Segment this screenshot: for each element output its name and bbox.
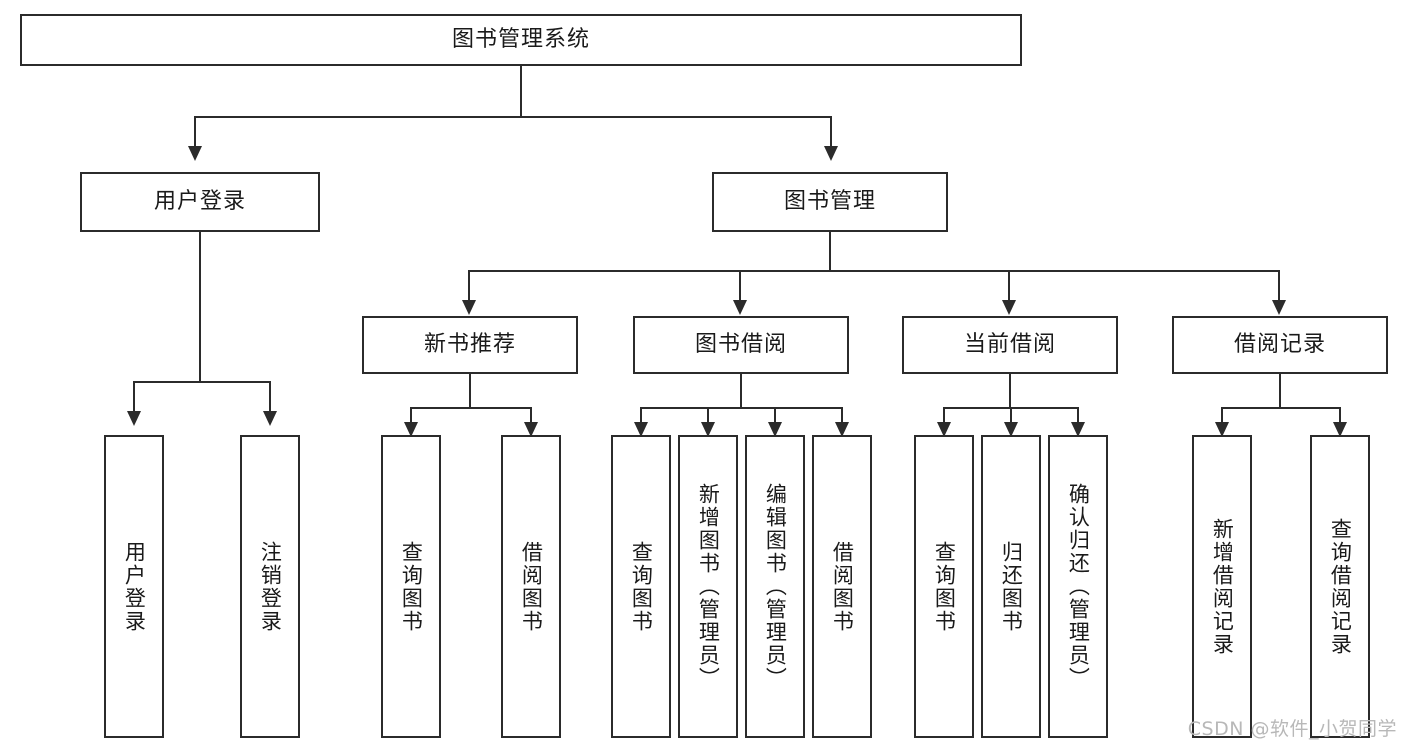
- arrow-to-borrow-record: [1272, 300, 1286, 315]
- arrow-bb-leaf-3: [768, 422, 782, 437]
- leaf-query-book-current[interactable]: 查询图书: [914, 435, 974, 738]
- edge-user-login-bus: [133, 381, 269, 383]
- node-book-borrow[interactable]: 图书借阅: [633, 316, 849, 374]
- arrow-bb-leaf-2: [701, 422, 715, 437]
- edge-user-login-stem: [199, 232, 201, 381]
- arrow-br-leaf-2: [1333, 422, 1347, 437]
- watermark: CSDN @软件_小贺同学: [1187, 718, 1397, 740]
- node-label: 用户登录: [122, 540, 147, 633]
- node-label: 注销登录: [258, 540, 283, 633]
- leaf-query-book-borrow[interactable]: 查询图书: [611, 435, 671, 738]
- edge-bb-drop-2: [707, 407, 709, 427]
- leaf-user-login[interactable]: 用户登录: [104, 435, 164, 738]
- edge-borrow-record-stem: [1279, 374, 1281, 407]
- edge-br-drop-1: [1221, 407, 1223, 427]
- arrow-cb-leaf-3: [1071, 422, 1085, 437]
- node-label: 当前借阅: [963, 332, 1056, 358]
- arrow-to-current-borrow: [1002, 300, 1016, 315]
- arrow-nbr-leaf-2: [524, 422, 538, 437]
- edge-root-stem: [520, 66, 522, 116]
- arrow-to-user-login: [188, 146, 202, 161]
- arrow-bb-leaf-1: [634, 422, 648, 437]
- node-user-login[interactable]: 用户登录: [80, 172, 320, 232]
- node-label: 借阅图书: [830, 540, 855, 633]
- arrow-to-leaf-user-login: [127, 411, 141, 426]
- leaf-borrow-book[interactable]: 借阅图书: [812, 435, 872, 738]
- edge-nbr-drop-2: [530, 407, 532, 427]
- edge-bb-drop-1: [640, 407, 642, 427]
- node-label: 图书借阅: [694, 332, 787, 358]
- arrow-bb-leaf-4: [835, 422, 849, 437]
- node-label: 查询借阅记录: [1328, 517, 1353, 656]
- node-label: 新增图书（管理员）: [696, 483, 721, 690]
- edge-borrow-record-bus: [1221, 407, 1339, 409]
- node-label: 查询图书: [932, 540, 957, 633]
- edge-root-to-user-login: [194, 116, 196, 146]
- node-book-management[interactable]: 图书管理: [712, 172, 948, 232]
- edge-bb-drop-4: [841, 407, 843, 427]
- arrow-to-leaf-logout: [263, 411, 277, 426]
- leaf-query-book-recommend[interactable]: 查询图书: [381, 435, 441, 738]
- leaf-return-book[interactable]: 归还图书: [981, 435, 1041, 738]
- edge-to-new-book-recommend: [468, 270, 470, 300]
- edge-user-login-drop-1: [133, 381, 135, 411]
- node-current-borrow[interactable]: 当前借阅: [902, 316, 1118, 374]
- arrow-cb-leaf-1: [937, 422, 951, 437]
- edge-level3-bus: [468, 270, 1280, 272]
- edge-new-book-recommend-stem: [469, 374, 471, 407]
- edge-current-borrow-stem: [1009, 374, 1011, 407]
- node-borrow-record[interactable]: 借阅记录: [1172, 316, 1388, 374]
- arrow-br-leaf-1: [1215, 422, 1229, 437]
- edge-book-management-stem: [829, 232, 831, 270]
- edge-user-login-drop-2: [269, 381, 271, 411]
- leaf-add-borrow-record[interactable]: 新增借阅记录: [1192, 435, 1252, 738]
- node-label: 用户登录: [153, 189, 246, 215]
- leaf-add-book-admin[interactable]: 新增图书（管理员）: [678, 435, 738, 738]
- arrow-to-new-book-recommend: [462, 300, 476, 315]
- edge-cb-drop-1: [943, 407, 945, 427]
- edge-book-borrow-stem: [740, 374, 742, 407]
- edge-bb-drop-3: [774, 407, 776, 427]
- node-label: 归还图书: [999, 540, 1024, 633]
- node-label: 借阅图书: [519, 540, 544, 633]
- edge-nbr-drop-1: [410, 407, 412, 427]
- node-label: 新增借阅记录: [1210, 517, 1235, 656]
- arrow-to-book-borrow: [733, 300, 747, 315]
- arrow-to-book-management: [824, 146, 838, 161]
- edge-br-drop-2: [1339, 407, 1341, 427]
- node-label: 编辑图书（管理员）: [763, 483, 788, 690]
- leaf-query-borrow-record[interactable]: 查询借阅记录: [1310, 435, 1370, 738]
- node-label: 查询图书: [629, 540, 654, 633]
- edge-cb-drop-3: [1077, 407, 1079, 427]
- node-label: 确认归还（管理员）: [1066, 483, 1091, 690]
- edge-book-borrow-bus: [640, 407, 843, 409]
- leaf-borrow-book-recommend[interactable]: 借阅图书: [501, 435, 561, 738]
- arrow-nbr-leaf-1: [404, 422, 418, 437]
- node-label: 新书推荐: [423, 332, 516, 358]
- node-label: 借阅记录: [1233, 332, 1326, 358]
- leaf-logout[interactable]: 注销登录: [240, 435, 300, 738]
- edge-to-current-borrow: [1008, 270, 1010, 300]
- leaf-edit-book-admin[interactable]: 编辑图书（管理员）: [745, 435, 805, 738]
- edge-to-borrow-record: [1278, 270, 1280, 300]
- edge-root-to-book-management: [830, 116, 832, 146]
- node-label: 图书管理系统: [451, 27, 590, 53]
- node-label: 查询图书: [399, 540, 424, 633]
- edge-root-bus: [194, 116, 832, 118]
- edge-to-book-borrow: [739, 270, 741, 300]
- node-label: 图书管理: [783, 189, 876, 215]
- leaf-confirm-return-admin[interactable]: 确认归还（管理员）: [1048, 435, 1108, 738]
- node-root-book-management-system[interactable]: 图书管理系统: [20, 14, 1022, 66]
- arrow-cb-leaf-2: [1004, 422, 1018, 437]
- edge-cb-drop-2: [1010, 407, 1012, 427]
- edge-new-book-recommend-bus: [410, 407, 530, 409]
- node-new-book-recommend[interactable]: 新书推荐: [362, 316, 578, 374]
